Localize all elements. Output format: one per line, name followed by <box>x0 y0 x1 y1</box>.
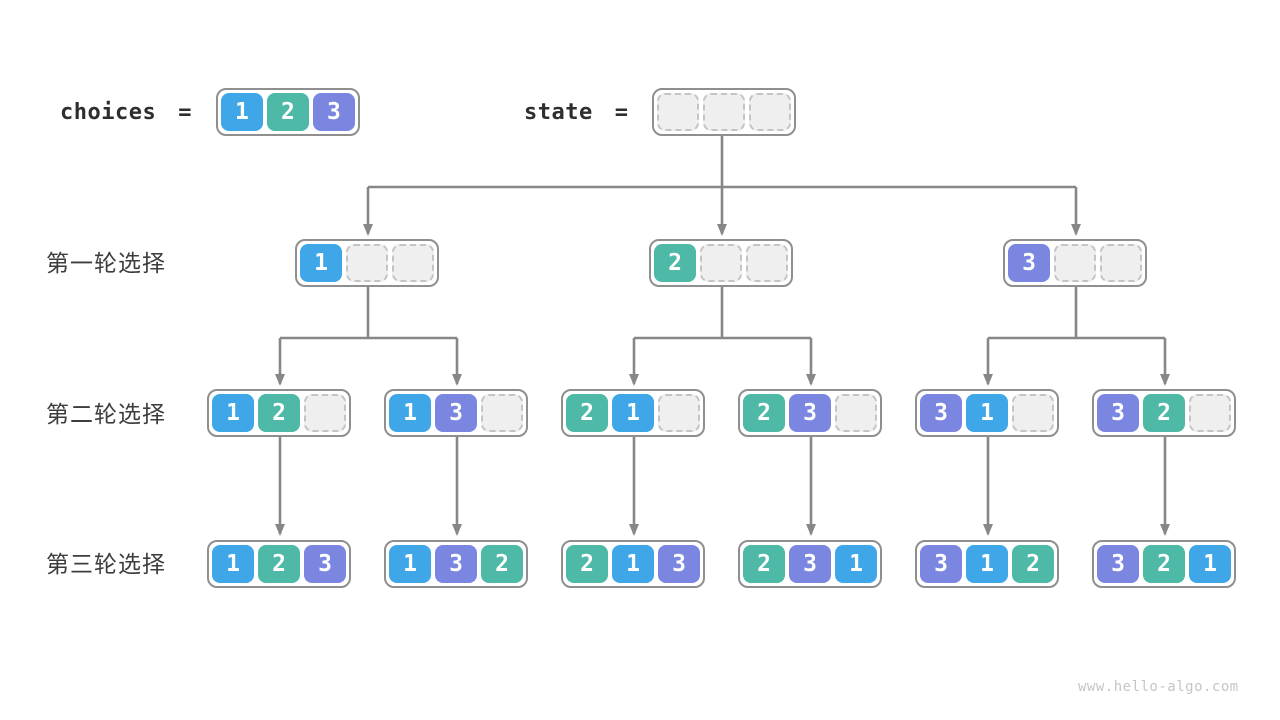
empty-slot <box>304 394 346 432</box>
value-cell: 1 <box>612 545 654 583</box>
empty-slot <box>1100 244 1142 282</box>
state-array <box>652 88 797 136</box>
empty-slot <box>481 394 523 432</box>
value-cell: 1 <box>966 394 1008 432</box>
value-cell: 1 <box>389 394 431 432</box>
site-watermark: www.hello-algo.com <box>1078 679 1239 695</box>
empty-slot <box>749 93 792 131</box>
empty-slot <box>703 93 746 131</box>
value-cell: 2 <box>743 545 785 583</box>
value-cell: 2 <box>258 545 300 583</box>
value-cell: 2 <box>266 93 309 131</box>
round-2-label: 第二轮选择 <box>46 401 166 427</box>
value-cell: 2 <box>654 244 696 282</box>
value-cell: 2 <box>481 545 523 583</box>
state-label: state <box>524 99 593 125</box>
tree-node-r1-3: 3 <box>1003 239 1147 287</box>
value-cell: 3 <box>435 545 477 583</box>
empty-slot <box>392 244 434 282</box>
empty-slot <box>1012 394 1054 432</box>
empty-slot <box>835 394 877 432</box>
value-cell: 2 <box>566 394 608 432</box>
value-cell: 1 <box>1189 545 1231 583</box>
value-cell: 2 <box>1012 545 1054 583</box>
value-cell: 3 <box>1008 244 1050 282</box>
empty-slot <box>1054 244 1096 282</box>
round-3-label: 第三轮选择 <box>46 551 166 577</box>
value-cell: 1 <box>835 545 877 583</box>
value-cell: 2 <box>258 394 300 432</box>
empty-slot <box>700 244 742 282</box>
value-cell: 3 <box>304 545 346 583</box>
value-cell: 3 <box>1097 545 1139 583</box>
value-cell: 3 <box>920 545 962 583</box>
empty-slot <box>657 93 700 131</box>
choices-label: choices <box>60 99 157 125</box>
empty-slot <box>746 244 788 282</box>
state-equals-sign: = <box>614 99 629 125</box>
value-cell: 3 <box>920 394 962 432</box>
tree-node-r1-1: 1 <box>295 239 439 287</box>
empty-slot <box>658 394 700 432</box>
value-cell: 3 <box>1097 394 1139 432</box>
empty-slot <box>346 244 388 282</box>
round-1-label: 第一轮选择 <box>46 250 166 276</box>
value-cell: 2 <box>743 394 785 432</box>
value-cell: 3 <box>658 545 700 583</box>
value-cell: 2 <box>1143 394 1185 432</box>
choices-equals-sign: = <box>178 99 192 125</box>
value-cell: 2 <box>1143 545 1185 583</box>
empty-slot <box>1189 394 1231 432</box>
value-cell: 3 <box>312 93 355 131</box>
state-group: state = <box>524 88 797 136</box>
value-cell: 1 <box>212 545 254 583</box>
value-cell: 1 <box>612 394 654 432</box>
value-cell: 3 <box>789 394 831 432</box>
tree-node-r1-2: 2 <box>649 239 793 287</box>
value-cell: 1 <box>300 244 342 282</box>
value-cell: 2 <box>566 545 608 583</box>
value-cell: 3 <box>789 545 831 583</box>
value-cell: 1 <box>966 545 1008 583</box>
value-cell: 1 <box>220 93 263 131</box>
value-cell: 1 <box>389 545 431 583</box>
value-cell: 3 <box>435 394 477 432</box>
value-cell: 1 <box>212 394 254 432</box>
